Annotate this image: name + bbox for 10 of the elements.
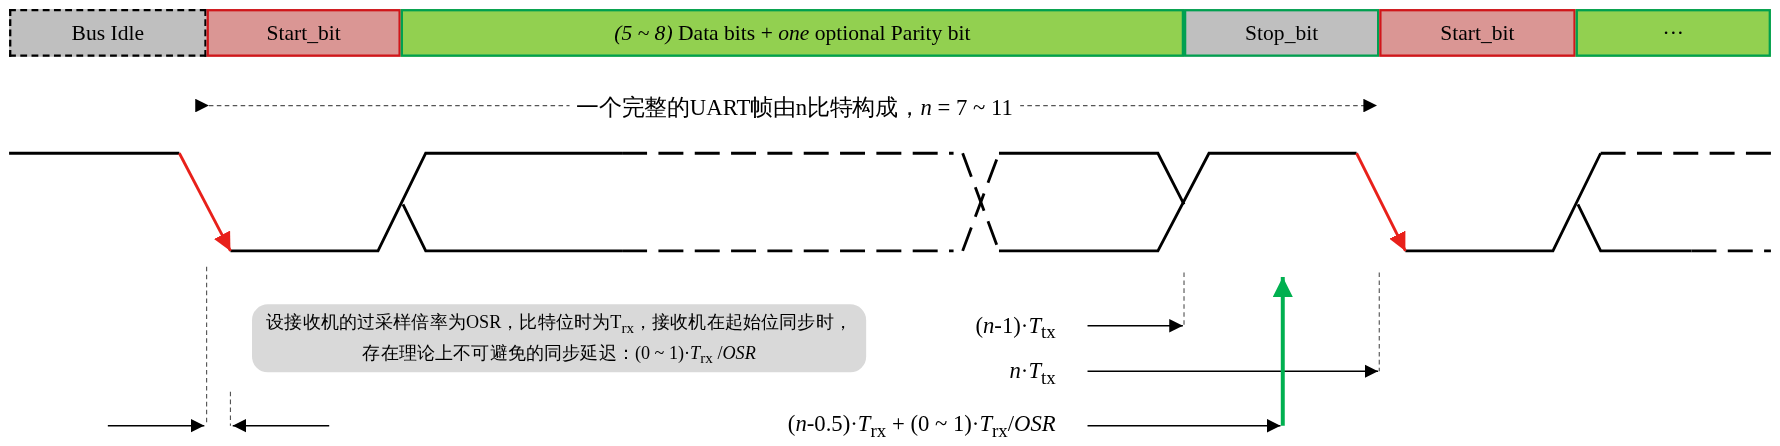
- bus-idle-field: Bus Idle: [9, 9, 207, 57]
- note-box: 设接收机的过采样倍率为OSR，比特位时为T$_{rx}$，接收机在起始位同步时，存在理论上不可避免的同步延迟：(0 ~ 1)·T$_{rx}$ /OSR: [252, 304, 867, 373]
- stop-bit-field: Stop_bit: [1184, 9, 1380, 57]
- start-bit-field: Start_bit: [206, 9, 401, 57]
- timing-label: n·T$_{tx}$: [1009, 357, 1056, 390]
- start-bit-field: Start_bit: [1379, 9, 1576, 57]
- continuation-field: ···: [1575, 9, 1771, 57]
- timing-label: (n-0.5)·T$_{rx}$ + (0 ~ 1)·T$_{rx}$/OSR: [787, 410, 1056, 443]
- timing-label: (n-1)·T$_{tx}$: [975, 312, 1056, 344]
- data-bits-field: (5 ~ 8) Data bits + one optional Parity bit: [400, 9, 1184, 57]
